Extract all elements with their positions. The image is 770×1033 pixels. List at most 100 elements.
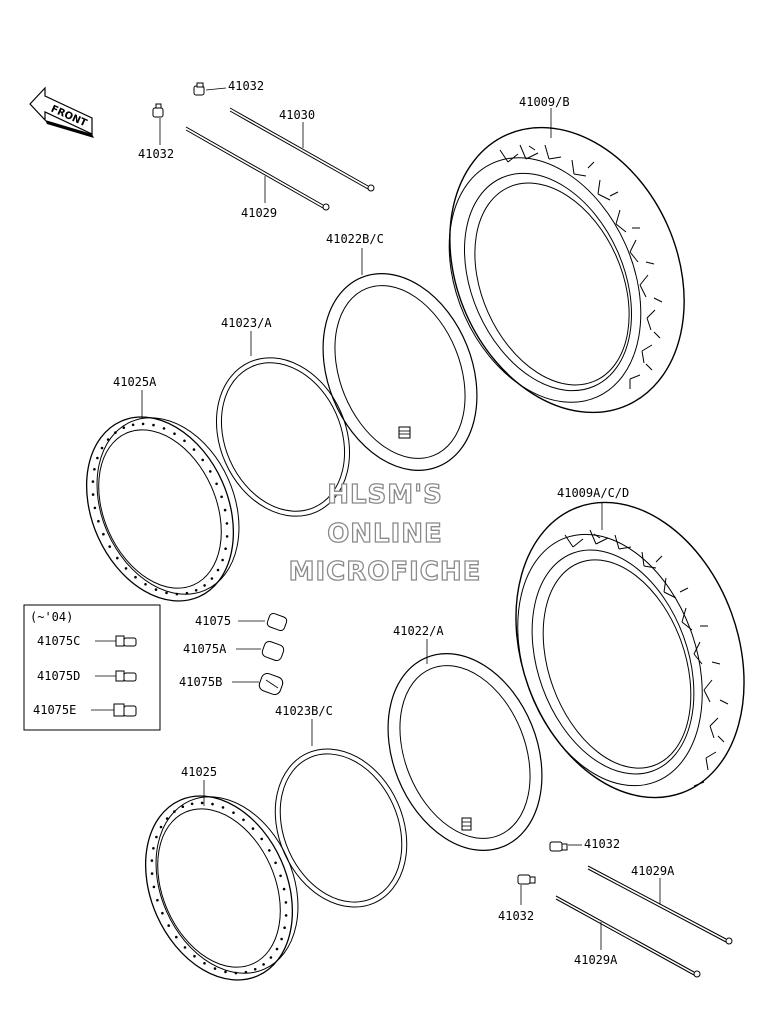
valve-cap-41075d (115, 670, 137, 682)
spoke-hole (201, 458, 204, 462)
spoke-hole (213, 967, 217, 970)
label-41029: 41029 (241, 206, 277, 220)
label-41075a: 41075A (183, 642, 227, 656)
spoke-hole (232, 811, 235, 814)
spoke-hole (161, 911, 164, 915)
watermark-line-1: HLSM'S (327, 480, 443, 510)
spoke-hole (190, 802, 194, 806)
spoke-hole (162, 427, 166, 430)
spoke-hole (93, 468, 96, 471)
label-41029a-upper: 41029A (631, 864, 675, 878)
spoke-hole (279, 874, 282, 878)
valve-cap-41075a (261, 640, 285, 662)
spoke-hole (100, 446, 104, 450)
spoke-hole (152, 885, 156, 889)
spoke-hole (122, 426, 126, 430)
label-41023bc: 41023B/C (275, 704, 333, 718)
nipple-41032-br2 (517, 874, 536, 885)
rim-41025a (85, 416, 240, 602)
nipple-41032-top (193, 82, 205, 96)
label-41029a-lower: 41029A (574, 953, 618, 967)
spoke-41029 (185, 126, 330, 211)
spoke-41029a-lower (555, 895, 701, 978)
label-41022bc: 41022B/C (326, 232, 384, 246)
spoke-hole (106, 438, 110, 441)
spoke-hole (244, 970, 248, 974)
valve-cap-41075c (115, 635, 137, 647)
spoke-hole (155, 835, 158, 839)
spoke-hole (173, 810, 176, 813)
valve-cap-41075 (266, 612, 288, 632)
nipple-41032-left (152, 103, 164, 118)
inset-title: (~'04) (30, 610, 73, 624)
label-41032-br1: 41032 (584, 837, 620, 851)
label-41009acd: 41009A/C/D (557, 486, 629, 500)
spoke-hole (167, 924, 170, 927)
label-41032-br2: 41032 (498, 909, 534, 923)
spoke-hole (154, 588, 158, 591)
spoke-hole (251, 827, 255, 830)
spoke-hole (144, 583, 147, 586)
spoke-hole (150, 859, 154, 862)
spoke-hole (108, 545, 111, 548)
rim-band-41023a (215, 357, 351, 517)
spoke-hole (224, 970, 227, 974)
rim-41025 (144, 795, 299, 981)
spoke-hole (131, 423, 135, 427)
spoke-hole (91, 493, 95, 496)
spoke-hole (284, 901, 288, 904)
tire-41009-b (448, 126, 685, 414)
spoke-41030 (229, 107, 375, 192)
spoke-hole (97, 519, 100, 523)
spoke-hole (224, 547, 227, 550)
spoke-hole (183, 439, 186, 443)
spoke-hole (96, 456, 99, 460)
label-41075b: 41075B (179, 675, 222, 689)
spoke-hole (152, 423, 155, 427)
spoke-hole (282, 887, 286, 891)
spoke-hole (225, 535, 229, 538)
spoke-hole (220, 495, 223, 499)
spoke-hole (193, 954, 196, 958)
label-41075c: 41075C (37, 634, 80, 648)
label-41075d: 41075D (37, 669, 80, 683)
spoke-hole (192, 448, 196, 451)
spoke-hole (211, 802, 214, 806)
watermark-line-3: MICROFICHE (289, 557, 482, 587)
label-41023a: 41023/A (221, 316, 272, 330)
spoke-hole (173, 432, 176, 436)
spoke-hole (269, 956, 273, 959)
spoke-hole (221, 806, 225, 809)
tire-41009a-c-d (515, 501, 745, 799)
spoke-hole (210, 577, 214, 580)
spoke-hole (159, 825, 163, 829)
spoke-41029a-upper (587, 865, 733, 945)
spoke-hole (280, 937, 283, 941)
label-41009b: 41009/B (519, 95, 570, 109)
spoke-hole (200, 801, 204, 805)
spoke-hole (283, 926, 286, 929)
inset-box-up-to-04: (~'04) 41075C 41075D 41075E (23, 604, 161, 731)
label-41075: 41075 (195, 614, 231, 628)
valve-cap-41075b (258, 672, 284, 696)
spoke-hole (260, 837, 264, 841)
spoke-hole (156, 898, 159, 902)
label-41032-left: 41032 (138, 147, 174, 161)
spoke-hole (116, 556, 119, 560)
spoke-hole (194, 589, 198, 592)
spoke-hole (215, 482, 218, 486)
spoke-hole (134, 575, 137, 579)
spoke-hole (185, 591, 189, 595)
nipple-41032-br1 (549, 841, 568, 852)
spoke-hole (102, 532, 105, 536)
label-41025: 41025 (181, 765, 217, 779)
spoke-hole (124, 567, 128, 570)
valve-cap-41075e (113, 703, 137, 717)
watermark-line-2: ONLINE (327, 519, 443, 549)
spoke-hole (223, 508, 227, 512)
spoke-hole (253, 968, 257, 971)
spoke-hole (152, 847, 155, 850)
label-41030: 41030 (279, 108, 315, 122)
spoke-hole (175, 592, 179, 596)
